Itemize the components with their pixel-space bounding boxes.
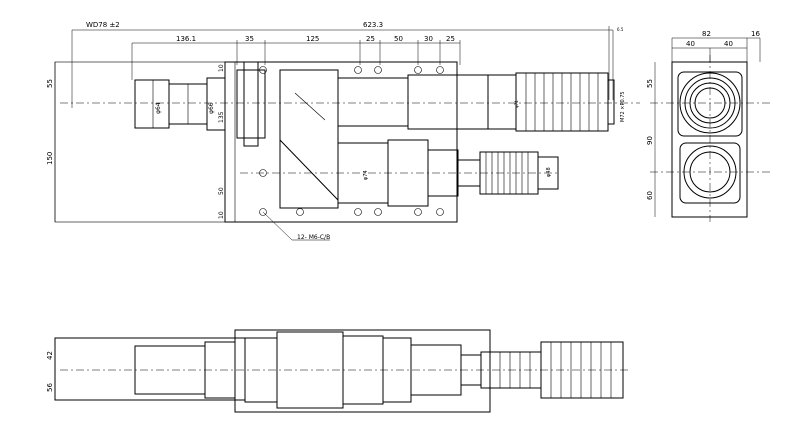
bottom-stage xyxy=(234,329,491,413)
mount-flange xyxy=(243,61,259,147)
dim-top-5: 50 xyxy=(394,35,403,43)
upper-tube-section xyxy=(407,74,489,130)
beam-splitter-face xyxy=(279,139,339,201)
objective-barrel xyxy=(134,79,170,129)
bottom-knurling xyxy=(489,342,612,398)
dim-side-40b-text: 40 xyxy=(724,40,733,48)
dim-inner-50: 50 xyxy=(218,187,225,195)
dia-74-lower: φ74 xyxy=(363,170,369,180)
dim-side-60: 60 xyxy=(646,191,654,200)
objective-collar xyxy=(206,77,226,131)
prism-housing xyxy=(279,69,339,209)
dia-64: φ64 xyxy=(155,102,162,114)
eyepiece-body xyxy=(487,74,517,130)
dia-48: φ48 xyxy=(546,167,552,177)
bottom-grip xyxy=(540,341,624,399)
dim-overall-length: 623.3 xyxy=(363,21,383,29)
mirror-diagonal xyxy=(294,92,326,121)
bottom-view: 42 56 xyxy=(46,329,630,413)
eyepiece-thread xyxy=(607,79,615,125)
bottom-plate xyxy=(54,337,246,401)
dim-top-6: 30 xyxy=(424,35,433,43)
side-body-outline xyxy=(671,61,748,218)
dim-small-offset: 6.5 xyxy=(617,27,624,32)
dim-inner-10a: 10 xyxy=(218,64,225,72)
stage-plate xyxy=(224,61,458,223)
dim-left-55: 55 xyxy=(46,79,54,88)
dim-top-2: 35 xyxy=(245,35,254,43)
grip-knurling xyxy=(485,73,599,194)
mount-block xyxy=(236,69,266,139)
dim-bottom-56: 56 xyxy=(46,383,54,392)
hole-leader xyxy=(262,211,330,241)
hole-callout: 12- M6-C/B xyxy=(297,234,330,241)
dim-top-7: 25 xyxy=(446,35,455,43)
dim-inner-10b: 10 xyxy=(218,211,225,219)
dim-left-150: 150 xyxy=(46,152,54,165)
dim-side-82-text: 82 xyxy=(702,30,711,38)
dia-66: φ66 xyxy=(208,102,215,114)
upper-lens-circles xyxy=(677,71,743,137)
dim-top-1: 136.1 xyxy=(176,35,196,43)
dim-side-16-text: 16 xyxy=(751,30,760,38)
side-view: 82 40 40 16 55 90 60 xyxy=(646,30,770,222)
dia-74-upper: φ74 xyxy=(514,100,519,108)
dim-top-4: 25 xyxy=(366,35,375,43)
dim-side-90: 90 xyxy=(646,136,654,145)
dim-inner-135: 135 xyxy=(218,111,225,123)
dim-working-distance: WD78 ±2 xyxy=(86,21,120,29)
knob-end xyxy=(537,156,559,190)
dim-bottom-42: 42 xyxy=(46,351,54,360)
dim-side-40a-text: 40 xyxy=(686,40,695,48)
upper-tube xyxy=(337,77,409,127)
bottom-collar xyxy=(204,341,236,399)
top-view: WD78 ±2 623.3 6.5 136.1 35 125 25 50 30 … xyxy=(46,21,640,241)
thread-label: M72 ×P0.75 xyxy=(620,91,626,122)
dim-top-3: 125 xyxy=(306,35,319,43)
dim-side-55: 55 xyxy=(646,79,654,88)
base-plate-outline xyxy=(54,61,236,223)
mounting-holes xyxy=(259,66,444,216)
lower-lens-circles xyxy=(679,142,741,204)
